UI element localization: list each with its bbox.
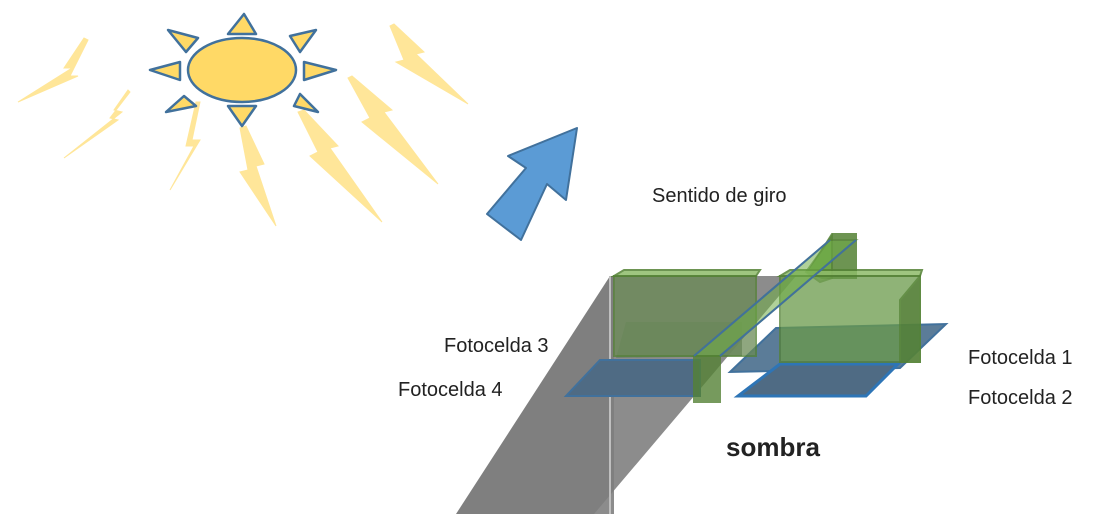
cell-3-label: Fotocelda 3 [444,335,549,357]
cell-4-label: Fotocelda 4 [398,379,503,401]
cell-2-label: Fotocelda 2 [968,387,1073,409]
ray-4 [239,125,277,227]
sun-rays [17,23,469,227]
panel-right-lower [733,362,902,398]
cell-1-label: Fotocelda 1 [968,347,1073,369]
sun-spikes [148,12,338,128]
ray-1 [17,37,89,103]
direction-label: Sentido de giro [652,185,787,207]
sun-disc [186,36,298,104]
shadow-label: sombra [726,432,820,462]
ray-2 [63,89,131,159]
divider-walls [610,232,924,403]
ray-3 [169,101,201,191]
ray-6 [347,75,439,185]
sun [148,12,338,128]
rotation-arrow-icon [486,127,578,241]
ray-7 [389,23,469,105]
ray-5 [297,109,383,223]
